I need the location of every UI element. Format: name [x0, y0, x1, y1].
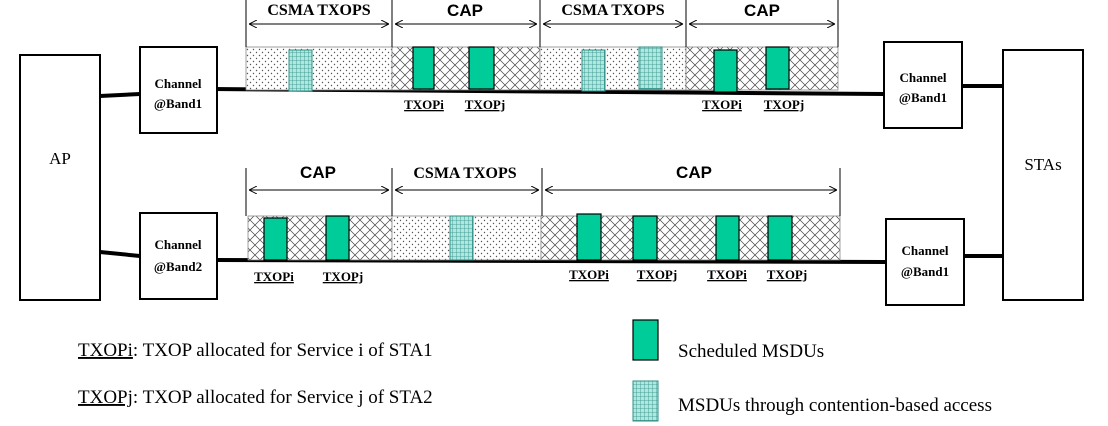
band1-label-bg-2: [396, 0, 534, 18]
channel-box-band1-left: [139, 46, 218, 134]
channel-box-band2-left-line2: @Band2: [154, 259, 202, 274]
band2-txop-label-5: TXOPi: [707, 267, 747, 282]
band2-txop-label-3: TXOPi: [569, 267, 609, 282]
link-ap-ch1: [99, 92, 141, 98]
band1-txop-label-1: TXOPi: [404, 97, 444, 112]
band1-dimension-lines: [245, 0, 839, 47]
band1-contention-msdu-3: [638, 46, 663, 90]
legend-txopj-term: TXOPj: [78, 387, 133, 408]
band1-label-bg-1: [254, 0, 386, 18]
band2-txop-label-2: TXOPj: [323, 269, 363, 284]
band2-scheduled-msdu-6: [767, 215, 793, 261]
band2-scheduled-msdu-4: [632, 215, 658, 261]
stas-box: [1002, 49, 1084, 301]
band1-period-label-2: CAP: [447, 1, 483, 20]
band1-csma-region-1: [245, 46, 393, 91]
band2-period-label-3: CAP: [676, 163, 712, 182]
band1-contention-msdu-1: [288, 49, 313, 92]
legend-txopj-desc: : TXOP allocated for Service j of STA2: [133, 387, 433, 408]
legend-contention-swatch: [632, 380, 659, 422]
band1-txop-label-4: TXOPj: [764, 97, 804, 112]
legend-scheduled-swatch: [632, 319, 659, 361]
band1-label-bg-3: [546, 0, 680, 18]
band1-scheduled-msdu-2: [468, 46, 495, 90]
channel-box-band1-right: [883, 41, 963, 129]
band2-period-label-1: CAP: [300, 163, 336, 182]
band2-scheduled-msdu-5: [715, 215, 740, 261]
band2-contention-msdu-1: [449, 215, 474, 261]
legend-scheduled-label: Scheduled MSDUs: [678, 341, 824, 362]
band1-contention-msdu-2: [581, 49, 606, 92]
legend-txopj-line: TXOPj: TXOP allocated for Service j of S…: [78, 387, 433, 408]
stas-label: STAs: [1024, 155, 1061, 174]
legend-txopi-line: TXOPi: TXOP allocated for Service i of S…: [78, 340, 433, 361]
legend-contention-label: MSDUs through contention-based access: [678, 395, 992, 416]
band2-label-bg-3: [660, 160, 730, 182]
band1-scheduled-msdu-1: [412, 46, 435, 90]
band2-scheduled-msdu-2: [325, 215, 350, 261]
band2-scheduled-msdu-3: [576, 213, 602, 261]
channel-box-band1-right-line2: @Band1: [899, 90, 947, 105]
channel-box-band2-right-line1: Channel: [902, 243, 949, 258]
band1-period-label-3: CSMA TXOPS: [561, 2, 664, 19]
channel-box-band2-left-line1: Channel: [155, 237, 202, 252]
link-ap-ch2: [99, 250, 141, 258]
channel-box-band1-right-line1: Channel: [900, 70, 947, 85]
band1-txop-label-2: TXOPj: [465, 97, 505, 112]
band1-msdus: [288, 46, 790, 93]
band2-scheduled-msdu-1: [263, 217, 288, 261]
band2-dimension-lines: [245, 168, 841, 216]
band1-period-label-1: CSMA TXOPS: [267, 2, 370, 19]
channel-box-band1-left-line1: Channel: [155, 76, 202, 91]
band2-txop-label-6: TXOPj: [767, 267, 807, 282]
band2-txop-label-4: TXOPj: [637, 267, 677, 282]
band1-periods: [245, 46, 839, 91]
channel-box-band2-right: [885, 218, 965, 306]
band1-txop-label-3: TXOPi: [702, 97, 742, 112]
band2-txop-label-1: TXOPi: [254, 269, 294, 284]
band1-scheduled-msdu-4: [765, 46, 790, 90]
ap-box: [19, 54, 101, 301]
channel-box-band1-left-line2: @Band1: [154, 96, 202, 111]
channel-box-band2-right-line2: @Band1: [901, 264, 949, 279]
band1-csma-region-2: [539, 46, 687, 91]
band1-period-label-4: CAP: [744, 1, 780, 20]
band2-label-bg-1: [290, 160, 350, 182]
ap-label: AP: [49, 149, 71, 168]
band1-scheduled-msdu-3: [713, 49, 738, 93]
legend-txopi-term: TXOPi: [78, 340, 133, 361]
band2-msdus: [263, 213, 793, 261]
band2-label-bg-2: [396, 160, 534, 182]
band1-label-bg-4: [690, 0, 832, 18]
legend-txopi-desc: : TXOP allocated for Service i of STA1: [133, 340, 433, 361]
band1-cap-region-2: [685, 46, 839, 91]
band2-period-label-2: CSMA TXOPS: [413, 165, 516, 182]
channel-box-band2-left: [139, 212, 218, 300]
